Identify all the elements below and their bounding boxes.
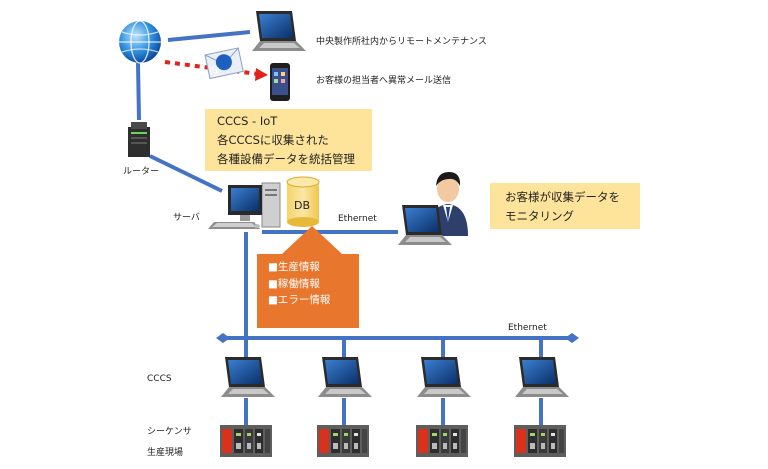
server-icon (208, 182, 281, 229)
cccs-laptop-2 (318, 357, 372, 397)
connection-lines (136, 30, 572, 425)
iot-box-line-3: 各種設備データを統括管理 (217, 152, 355, 166)
ethernet-top-label: Ethernet (338, 214, 377, 224)
mail-icon (204, 47, 244, 80)
bus-end-right (565, 333, 579, 343)
smartphone-icon (270, 63, 290, 101)
info-item-production: ■生産情報 (268, 261, 320, 273)
collected-info-box: ■生産情報 ■稼働情報 ■エラー情報 (257, 254, 359, 328)
cccs-label: CCCS (147, 374, 172, 384)
plc-icon (514, 425, 566, 457)
bus-end-left (216, 333, 230, 343)
router-label: ルーター (123, 167, 160, 177)
plc-icon (220, 425, 272, 457)
monitor-box-line-2: モニタリング (505, 209, 574, 223)
laptop-icon (252, 11, 306, 51)
cccs-laptop-3 (417, 357, 471, 397)
globe-icon (119, 20, 161, 64)
cccs-laptop-1 (221, 357, 275, 397)
router-icon (128, 122, 150, 157)
info-item-operation: ■稼働情報 (268, 277, 320, 290)
sequencer-label: シーケンサ (147, 427, 192, 437)
server-label: サーバ (173, 213, 200, 223)
iot-box-line-1: CCCS - IoT (217, 114, 278, 128)
globe-to-maintenance-line (167, 30, 251, 42)
at-sign-glyph: @ (208, 63, 221, 78)
router-to-server-line (149, 154, 223, 193)
info-item-error: ■エラー情報 (268, 294, 331, 306)
globe-to-router-line (136, 62, 141, 121)
monitoring-info-box: お客様が収集データを モニタリング (490, 183, 640, 229)
operator-icon (398, 172, 468, 245)
iot-box-line-2: 各CCCSに収集された (217, 133, 329, 147)
plc-icon (416, 425, 468, 457)
db-label: DB (294, 199, 311, 212)
plc-icon (317, 425, 369, 457)
mail-arrow-head (255, 68, 268, 81)
database-icon (286, 176, 320, 227)
remote-maintenance-label: 中央製作所社内からリモートメンテナンス (316, 37, 487, 47)
production-site-label: 生産現場 (147, 448, 184, 458)
alert-mail-label: お客様の担当者へ異常メール送信 (316, 76, 452, 86)
ethernet-bus-label: Ethernet (508, 323, 547, 333)
monitor-box-line-1: お客様が収集データを (505, 190, 620, 204)
cccs-laptop-4 (515, 357, 569, 397)
iot-info-box: CCCS - IoT 各CCCSに収集された 各種設備データを統括管理 (205, 109, 372, 171)
info-arrow-head (282, 226, 342, 254)
